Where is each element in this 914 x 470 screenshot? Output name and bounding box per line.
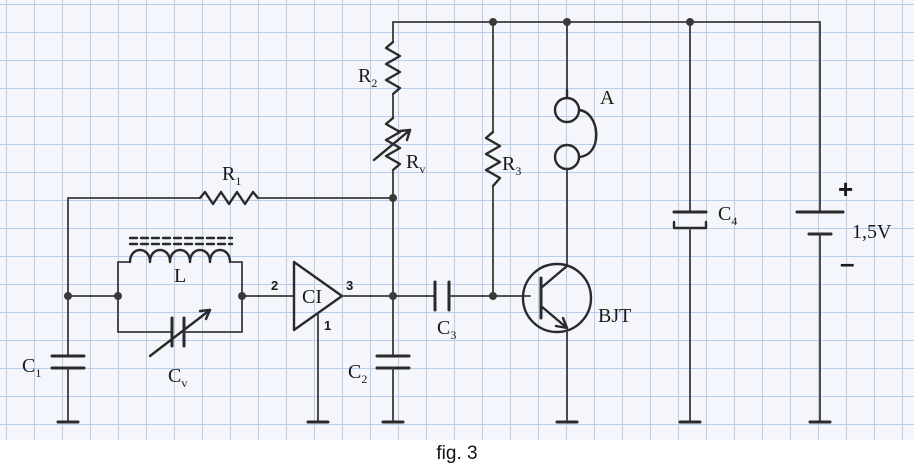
label-pin-2: 2 (271, 278, 278, 293)
battery (795, 210, 845, 424)
label-ci: CI (302, 286, 322, 308)
label-c4: C4 (718, 203, 737, 228)
supply-rail (392, 18, 821, 213)
variable-capacitor-cv (117, 295, 243, 358)
circuit-diagram: R1 R2 Rv R3 L Cv C1 C2 C3 C4 CI 2 3 1 A … (22, 18, 892, 424)
label-pin-1: 1 (324, 318, 331, 333)
label-pin-3: 3 (346, 278, 353, 293)
junction-dot (686, 18, 694, 26)
label-c3: C3 (437, 317, 456, 342)
battery-plus-sign: + (838, 174, 853, 204)
junction-dot (563, 18, 571, 26)
figure-caption: fig. 3 (436, 443, 478, 464)
label-cv: Cv (168, 365, 187, 390)
label-l: L (174, 265, 186, 287)
label-c2: C2 (348, 361, 367, 386)
label-r3: R3 (502, 153, 521, 178)
inductor-l (114, 236, 246, 300)
capacitor-c2 (375, 295, 411, 424)
variable-resistor-rv (372, 116, 412, 297)
battery-minus-sign: – (840, 248, 854, 278)
junction-dot (489, 18, 497, 26)
graph-paper-background (0, 0, 914, 440)
resistor-r2 (384, 40, 402, 119)
transistor-bjt (521, 262, 593, 424)
resistor-r1 (67, 190, 394, 297)
label-r1: R1 (222, 163, 241, 188)
label-rv: Rv (406, 151, 425, 176)
label-bjt: BJT (598, 305, 631, 327)
earphone-a (553, 88, 598, 267)
junction-dot (489, 292, 497, 300)
capacitor-c4 (672, 210, 708, 424)
label-a: A (600, 87, 615, 109)
label-r2: R2 (358, 65, 377, 90)
label-voltage: 1,5V (852, 221, 892, 243)
capacitor-c1 (50, 292, 119, 424)
resistor-r3 (484, 130, 502, 297)
label-c1: C1 (22, 355, 41, 380)
capacitor-c3 (392, 280, 531, 312)
amplifier-ci (241, 260, 397, 424)
